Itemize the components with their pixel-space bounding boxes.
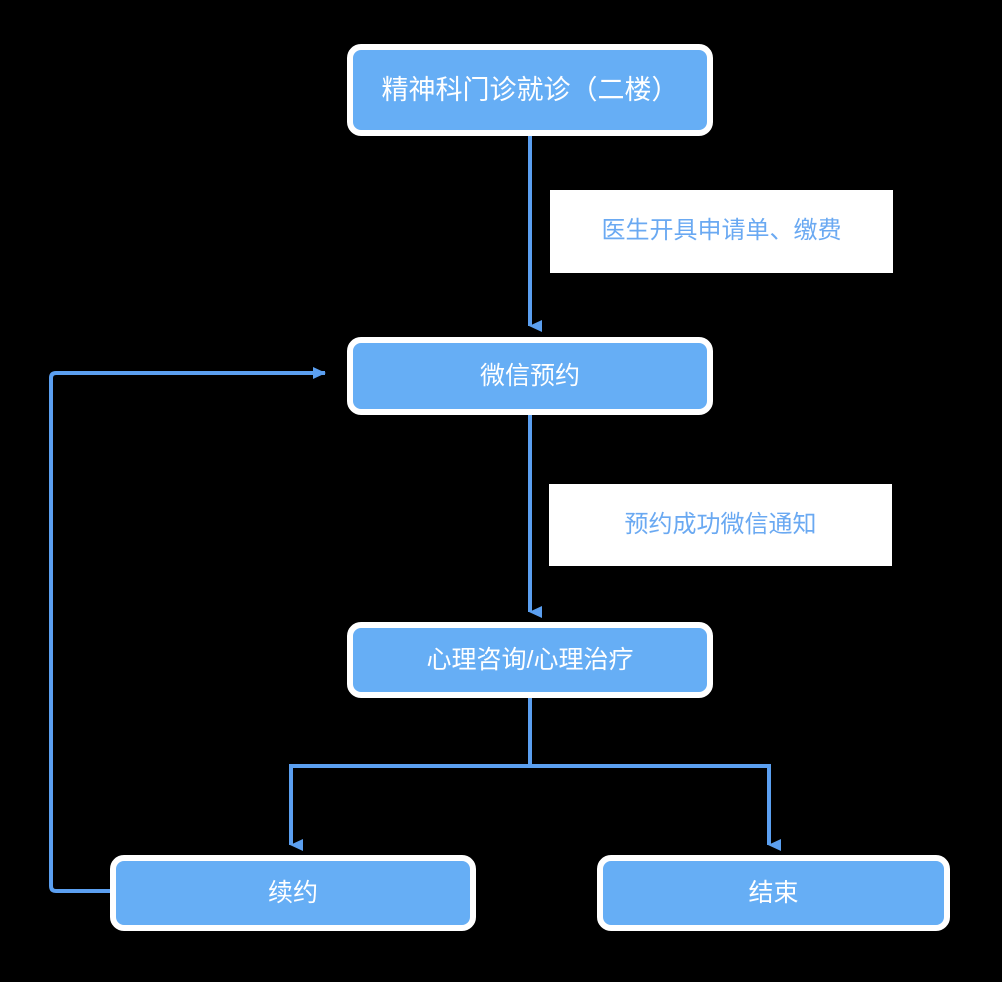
edge-renew-to-wechat-loop [49,367,326,893]
node-end-label: 结束 [748,879,799,907]
edge-label-payment: 医生开具申请单、缴费 [550,190,893,273]
node-end[interactable]: 结束 [597,855,950,931]
node-renew-label: 续约 [267,879,318,907]
node-wechat[interactable]: 微信预约 [347,337,713,415]
node-renew[interactable]: 续约 [110,855,476,931]
node-wechat-label: 微信预约 [479,362,580,390]
node-visit-label: 精神科门诊就诊（二楼） [381,74,679,105]
node-visit[interactable]: 精神科门诊就诊（二楼） [347,44,713,136]
edge-label-payment-text: 医生开具申请单、缴费 [601,217,842,245]
node-therapy[interactable]: 心理咨询/心理治疗 [347,622,713,698]
edge-label-notify-text: 预约成功微信通知 [624,510,817,538]
node-therapy-label: 心理咨询/心理治疗 [426,646,634,674]
edge-label-notify: 预约成功微信通知 [549,484,892,566]
